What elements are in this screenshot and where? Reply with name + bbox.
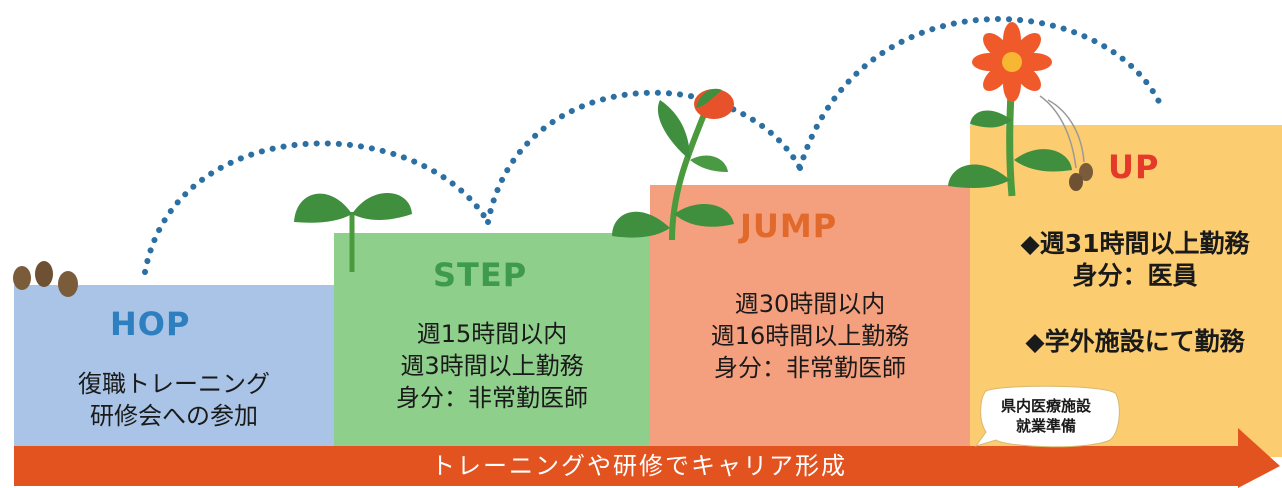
- step-line: 身分：非常勤医師: [396, 384, 588, 412]
- step-description: 週15時間以内 週3時間以上勤務 身分：非常勤医師: [334, 318, 650, 414]
- jump-title: JUMP: [740, 207, 838, 245]
- hop-description: 復職トレーニング 研修会への参加: [14, 368, 334, 432]
- bud-plant-icon: [612, 88, 734, 241]
- jump-line: 週16時間以上勤務: [710, 322, 910, 350]
- bubble-line: 県内医療施設: [1000, 397, 1091, 415]
- up-line: ◆学外施設にて勤務: [1025, 327, 1245, 356]
- hop-block: [14, 285, 334, 457]
- speech-bubble: 県内医療施設 就業準備: [972, 386, 1120, 446]
- jump-line: 週30時間以内: [734, 290, 886, 318]
- up-line: 身分：医員: [1072, 261, 1198, 290]
- jump-description: 週30時間以内 週16時間以上勤務 身分：非常勤医師: [650, 288, 970, 384]
- sprout-icon: [294, 192, 412, 272]
- step-line: 週15時間以内: [416, 320, 568, 348]
- seed-icon: [13, 261, 78, 297]
- arrow-label: トレーニングや研修でキャリア形成: [431, 452, 847, 480]
- up-line: ◆週31時間以上勤務: [1020, 229, 1250, 258]
- up-description-2: ◆学外施設にて勤務: [990, 326, 1280, 358]
- jump-block: [650, 185, 970, 457]
- speech-bubble-shape: [974, 385, 1120, 448]
- up-description-1: ◆週31時間以上勤務 身分：医員: [990, 228, 1280, 292]
- flower-icon: [948, 22, 1093, 197]
- hop-title: HOP: [110, 305, 191, 343]
- jump-path-dots: [142, 16, 1165, 275]
- hop-line: 復職トレーニング: [78, 370, 270, 398]
- hop-line: 研修会への参加: [90, 402, 258, 430]
- step-block: [334, 233, 650, 457]
- up-title: UP: [1108, 148, 1160, 186]
- step-title: STEP: [433, 256, 528, 294]
- step-line: 週3時間以上勤務: [400, 352, 584, 380]
- bubble-line: 就業準備: [1015, 417, 1076, 435]
- career-arrow: [14, 428, 1280, 488]
- jump-line: 身分：非常勤医師: [714, 354, 906, 382]
